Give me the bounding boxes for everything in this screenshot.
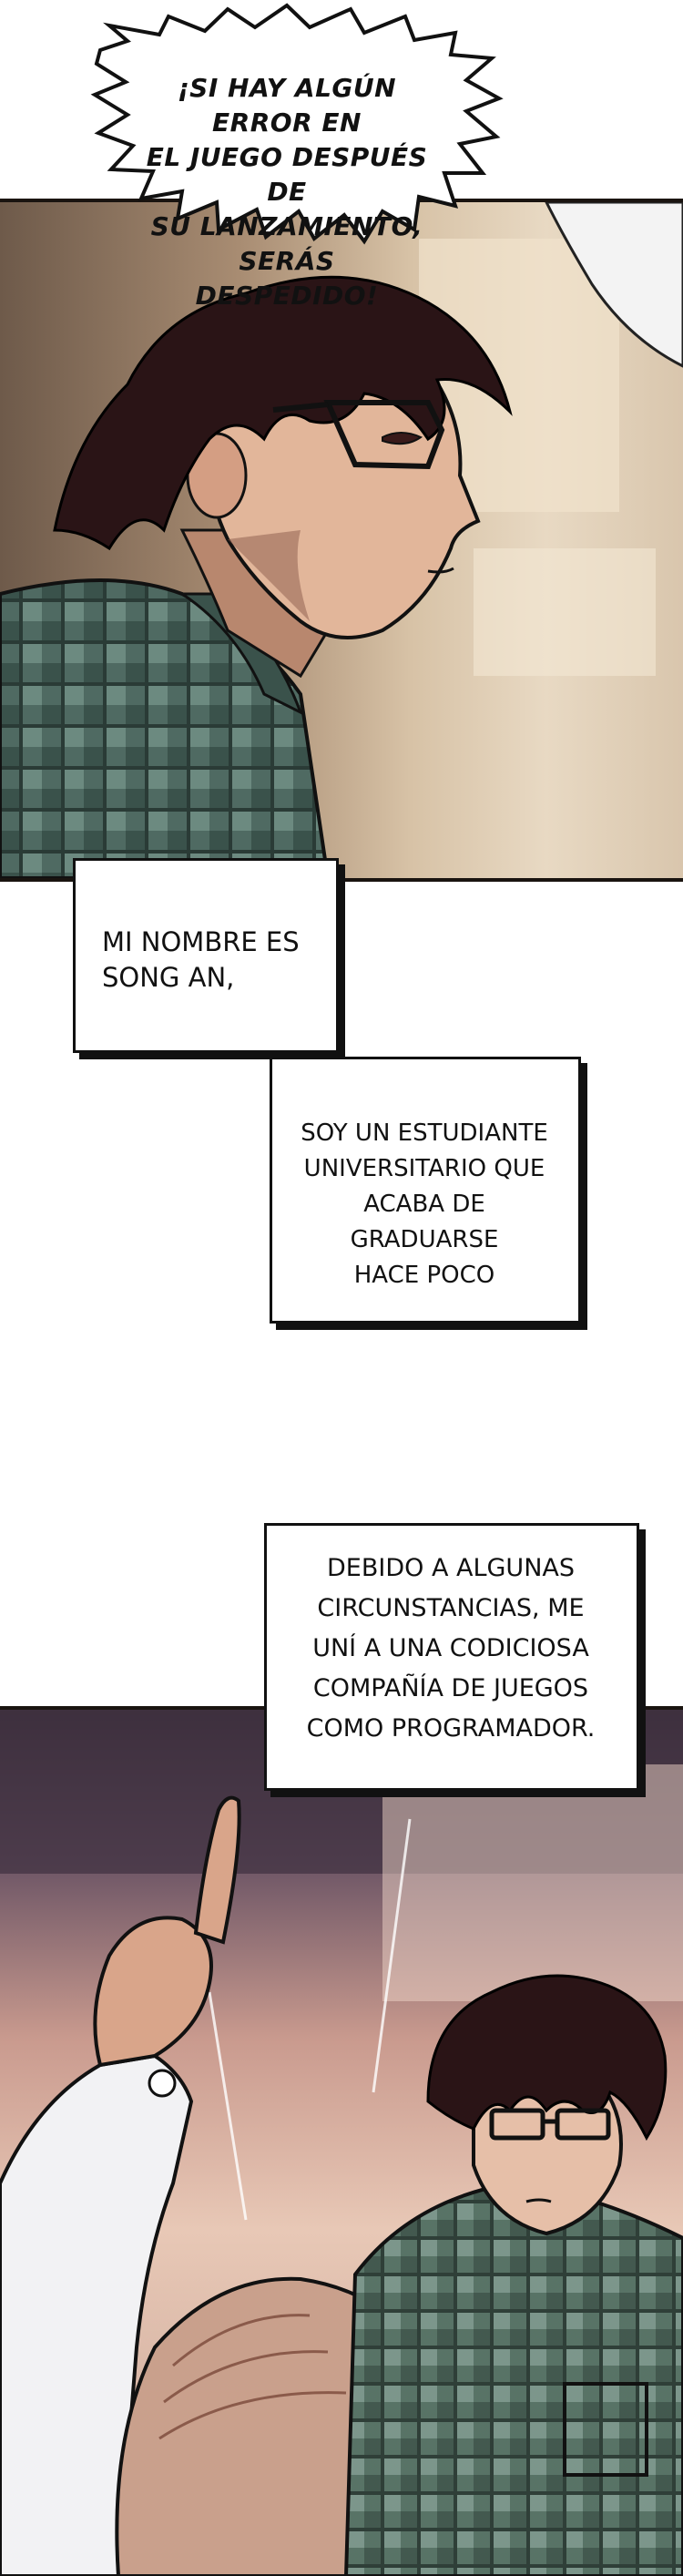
narration-box-3 <box>264 1523 639 1791</box>
narration-box-1 <box>73 858 339 1053</box>
eye <box>382 432 423 445</box>
pointing-finger <box>193 1795 241 1945</box>
narration-text-3: DEBIDO A ALGUNAS CIRCUNSTANCIAS, ME UNÍ … <box>306 1554 596 1743</box>
protagonist-shirt <box>343 2181 683 2576</box>
narration-box-2 <box>270 1057 581 1324</box>
speech-bubble-text: ¡SI HAY ALGÚN ERROR EN EL JUEGO DESPUÉS … <box>146 73 428 311</box>
white-hair <box>545 202 683 368</box>
panel-1-art <box>0 202 683 878</box>
mouth <box>427 567 454 574</box>
narration-text-2: SOY UN ESTUDIANTE UNIVERSITARIO QUE ACAB… <box>301 1119 548 1289</box>
hair <box>53 275 513 551</box>
panel-3-art <box>0 1710 683 2576</box>
boss-hand <box>93 1916 213 2068</box>
glasses <box>323 400 445 470</box>
narration-text-1: MI NOMBRE ES SONG AN, <box>102 926 300 993</box>
speech-bubble <box>90 3 504 245</box>
background-light <box>474 548 656 676</box>
panel-3-boss-scene <box>0 1706 683 2576</box>
panel-1-profile <box>0 199 683 882</box>
boss-sleeve <box>0 2053 194 2576</box>
